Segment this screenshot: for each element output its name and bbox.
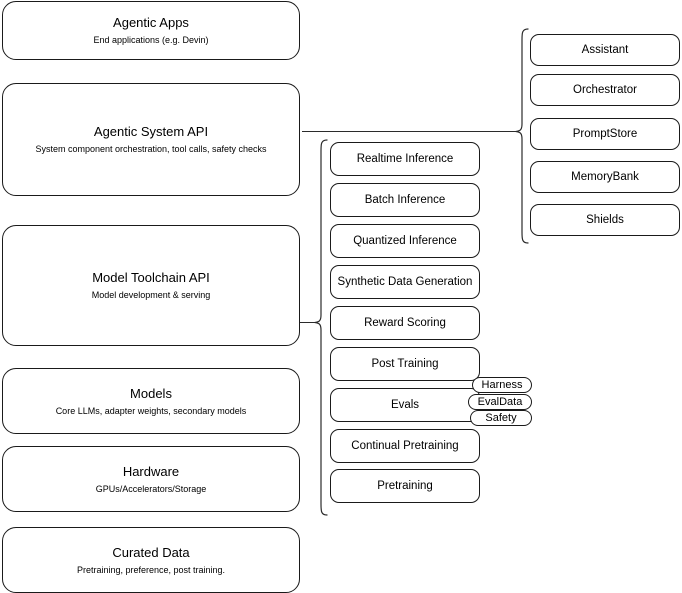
layer-subtitle: GPUs/Accelerators/Storage xyxy=(95,483,207,494)
evals-pill-label: Harness xyxy=(481,378,523,391)
evals-pill-label: EvalData xyxy=(477,395,523,408)
layer-subtitle: Pretraining, preference, post training. xyxy=(76,564,226,575)
evals-pill-harness[interactable]: Harness xyxy=(472,377,532,393)
layer-title: Agentic Apps xyxy=(113,15,189,30)
capability-quantized-inference[interactable]: Quantized Inference xyxy=(330,224,480,258)
capability-post-training[interactable]: Post Training xyxy=(330,347,480,381)
connector-agentic-system-api xyxy=(302,131,517,132)
capability-pretraining[interactable]: Pretraining xyxy=(330,469,480,503)
capability-label: Evals xyxy=(390,399,420,411)
capability-evals[interactable]: Evals xyxy=(330,388,480,422)
evals-pill-evaldata[interactable]: EvalData xyxy=(468,394,532,410)
capability-continual-pretraining[interactable]: Continual Pretraining xyxy=(330,429,480,463)
capability-label: Pretraining xyxy=(377,480,433,492)
capability-batch-inference[interactable]: Batch Inference xyxy=(330,183,480,217)
connector-model-toolchain-api xyxy=(300,322,316,323)
layer-curated-data[interactable]: Curated Data Pretraining, preference, po… xyxy=(2,527,300,593)
layer-subtitle: Model development & serving xyxy=(91,290,211,300)
component-memorybank[interactable]: MemoryBank xyxy=(530,161,680,193)
layer-title: Agentic System API xyxy=(93,124,209,139)
capability-label: Continual Pretraining xyxy=(351,440,459,452)
layer-agentic-system-api[interactable]: Agentic System API System component orch… xyxy=(2,83,300,196)
layer-title: Models xyxy=(130,385,172,401)
capability-label: Synthetic Data Generation xyxy=(337,276,473,288)
capability-label: Quantized Inference xyxy=(353,235,457,247)
brace-right-column xyxy=(515,28,529,244)
layer-agentic-apps[interactable]: Agentic Apps End applications (e.g. Devi… xyxy=(2,1,300,60)
component-promptstore[interactable]: PromptStore xyxy=(530,118,680,150)
layer-subtitle: End applications (e.g. Devin) xyxy=(93,35,209,45)
capability-label: Batch Inference xyxy=(364,194,446,206)
layer-subtitle: System component orchestration, tool cal… xyxy=(35,144,267,154)
layer-subtitle: Core LLMs, adapter weights, secondary mo… xyxy=(55,405,247,416)
layer-models[interactable]: Models Core LLMs, adapter weights, secon… xyxy=(2,368,300,434)
component-label: Orchestrator xyxy=(573,84,637,96)
layer-hardware[interactable]: Hardware GPUs/Accelerators/Storage xyxy=(2,446,300,512)
component-orchestrator[interactable]: Orchestrator xyxy=(530,74,680,106)
capability-label: Reward Scoring xyxy=(364,317,446,329)
evals-pill-label: Safety xyxy=(485,411,517,424)
brace-middle-column xyxy=(314,139,328,516)
capability-label: Realtime Inference xyxy=(356,153,454,165)
component-assistant[interactable]: Assistant xyxy=(530,34,680,66)
layer-title: Model Toolchain API xyxy=(92,270,210,285)
capability-reward-scoring[interactable]: Reward Scoring xyxy=(330,306,480,340)
evals-pill-safety[interactable]: Safety xyxy=(470,410,532,426)
capability-label: Post Training xyxy=(371,358,439,370)
component-label: Shields xyxy=(586,214,624,226)
component-label: Assistant xyxy=(581,44,629,56)
component-label: PromptStore xyxy=(572,128,638,140)
layer-title: Hardware xyxy=(122,463,180,479)
component-shields[interactable]: Shields xyxy=(530,204,680,236)
component-label: MemoryBank xyxy=(571,171,639,183)
capability-realtime-inference[interactable]: Realtime Inference xyxy=(330,142,480,176)
layer-model-toolchain-api[interactable]: Model Toolchain API Model development & … xyxy=(2,225,300,346)
layer-title: Curated Data xyxy=(112,544,190,560)
capability-synthetic-data-generation[interactable]: Synthetic Data Generation xyxy=(330,265,480,299)
